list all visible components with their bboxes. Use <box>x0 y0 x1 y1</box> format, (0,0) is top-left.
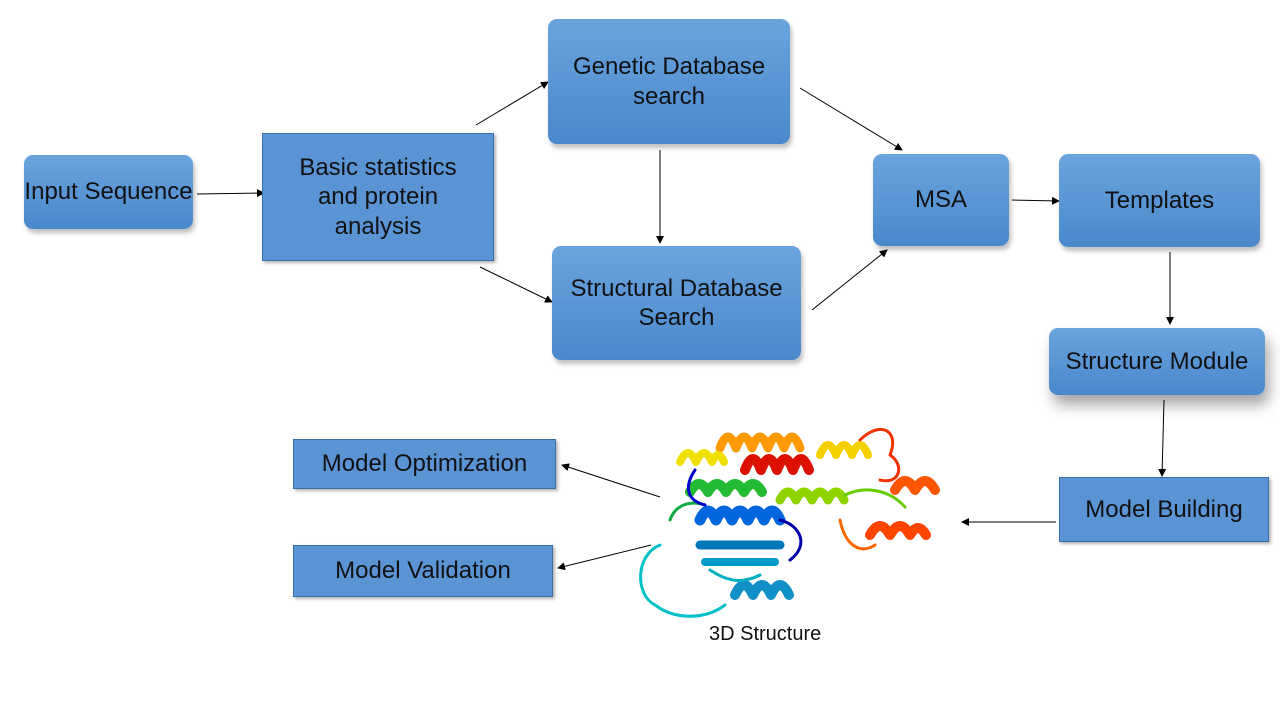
input-sequence-label: Input Sequence <box>24 178 193 206</box>
arrow-structural-to-msa <box>811 249 888 311</box>
arrow-basic-to-structural <box>479 266 553 303</box>
arrow-msa-to-templates <box>1011 196 1060 205</box>
arrow-input-to-basic <box>196 189 265 198</box>
structure-module-box: Structure Module <box>1049 328 1265 395</box>
arrow-basic-to-genetic <box>475 81 549 126</box>
protein-ribbon-icon <box>639 427 940 618</box>
basic-statistics-box: Basic statistics and protein analysis <box>262 133 494 261</box>
structure-module-label: Structure Module <box>1065 347 1249 375</box>
msa-label: MSA <box>914 186 967 214</box>
arrow-genetic-to-msa <box>799 87 903 151</box>
structural-database-box: Structural Database Search <box>552 246 801 360</box>
structural-database-label: Structural Database Search <box>570 274 783 331</box>
model-optimization-box: Model Optimization <box>293 439 556 489</box>
arrow-structure-module-to-model-building <box>1158 399 1167 477</box>
basic-statistics-label: Basic statistics and protein analysis <box>299 154 457 240</box>
model-validation-box: Model Validation <box>293 545 553 597</box>
msa-box: MSA <box>873 154 1009 246</box>
model-validation-label: Model Validation <box>335 557 511 585</box>
arrow-structure-to-validation <box>557 544 652 571</box>
model-building-box: Model Building <box>1059 477 1269 542</box>
arrow-structure-to-optimization <box>561 463 661 498</box>
input-sequence-box: Input Sequence <box>24 155 193 229</box>
structure-caption: 3D Structure <box>709 623 822 645</box>
genetic-database-label: Genetic Database search <box>572 53 766 110</box>
genetic-database-box: Genetic Database search <box>548 19 790 144</box>
templates-box: Templates <box>1059 154 1260 247</box>
model-building-label: Model Building <box>1085 495 1243 523</box>
templates-label: Templates <box>1104 186 1215 214</box>
model-optimization-label: Model Optimization <box>321 450 528 478</box>
